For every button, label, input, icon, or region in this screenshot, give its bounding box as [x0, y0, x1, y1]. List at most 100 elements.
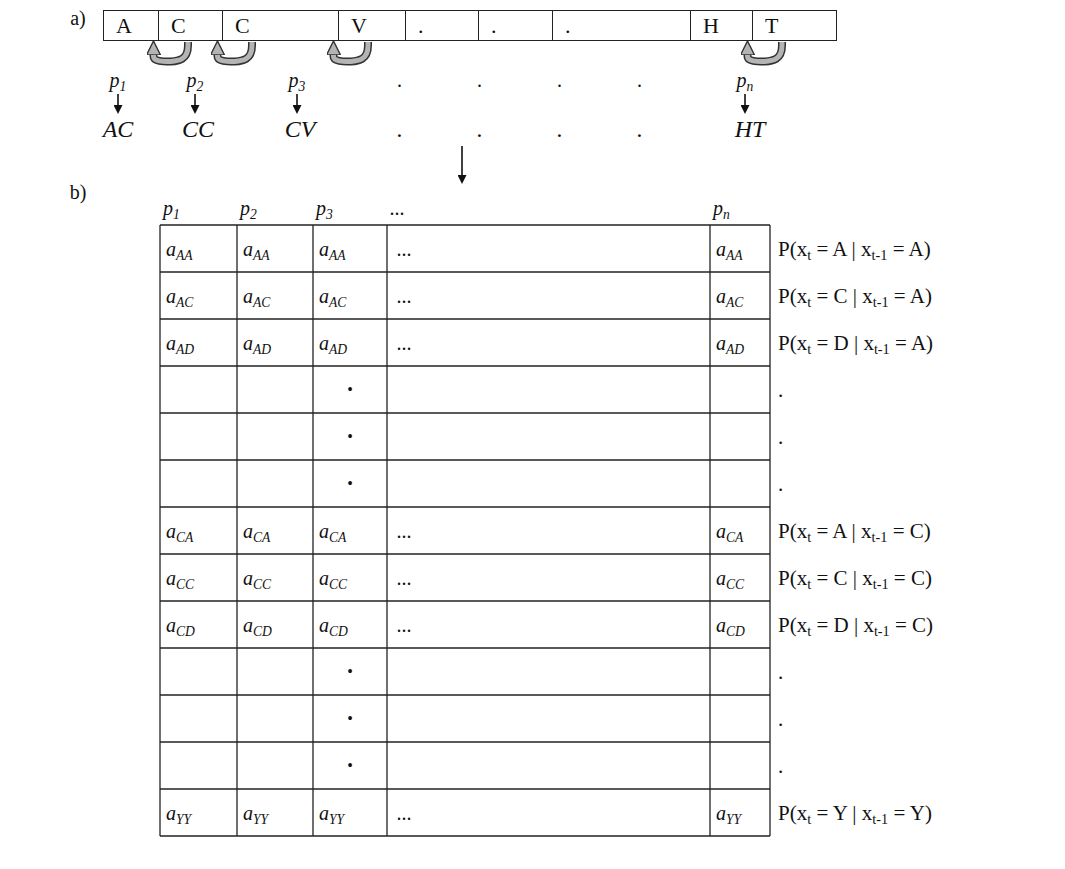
table-cell: aAC: [319, 284, 346, 307]
pair-label: .: [397, 116, 403, 144]
subscript: t: [807, 576, 811, 592]
grid-line: [160, 318, 770, 319]
text-part: •: [347, 427, 353, 444]
text-part: .: [778, 471, 783, 495]
text-part: = C |: [811, 565, 862, 589]
part-label: a): [70, 7, 86, 30]
down-arrow: [194, 94, 196, 105]
subscript: 1: [120, 79, 127, 94]
text-part: a: [243, 801, 253, 823]
table-cell: aCA: [319, 519, 346, 542]
text-part: p: [737, 69, 747, 91]
subscript: t-1: [874, 623, 890, 639]
text-part: .: [778, 753, 783, 777]
arrow-body: [748, 42, 783, 62]
text-part: P(: [778, 800, 797, 824]
text-part: p: [289, 69, 299, 91]
subscript: n: [747, 79, 754, 94]
text-part: P(: [778, 565, 797, 589]
subscript: YY: [726, 811, 741, 826]
text-part: a: [319, 613, 329, 635]
text-part: •: [347, 756, 353, 773]
text-part: ...: [397, 519, 412, 541]
text-part: a: [166, 519, 176, 541]
text-part: x: [797, 612, 808, 636]
grid-line: [160, 506, 770, 507]
table-cell: aCD: [319, 613, 348, 636]
subscript: t-1: [874, 341, 890, 357]
grid-line: [160, 600, 770, 601]
text-part: = A |: [811, 518, 861, 542]
text-part: P(: [778, 283, 797, 307]
column-header: pn: [713, 197, 730, 220]
subscript: CA: [329, 529, 346, 544]
grid-line: [386, 225, 387, 836]
grid-line: [236, 225, 237, 836]
row-probability: .: [778, 753, 783, 777]
grid-line: [160, 365, 770, 366]
arrow-body: [154, 42, 189, 62]
text-part: a: [166, 613, 176, 635]
text-part: a: [166, 566, 176, 588]
subscript: CA: [176, 529, 193, 544]
text-part: P(: [778, 330, 797, 354]
table-cell: •: [347, 427, 353, 445]
sequence-cell: C: [222, 10, 340, 41]
subscript: CD: [726, 623, 745, 638]
text-part: •: [347, 662, 353, 679]
row-probability: .: [778, 377, 783, 401]
text-part: x: [861, 518, 872, 542]
text-part: a: [243, 566, 253, 588]
pair-arrow: [154, 42, 189, 62]
sequence-cell: V: [338, 10, 407, 41]
text-part: ...: [397, 566, 412, 588]
row-probability: .: [778, 471, 783, 495]
table-cell: aAC: [243, 284, 270, 307]
grid-line: [160, 459, 770, 460]
table-cell: aYY: [716, 801, 741, 824]
text-part: .: [638, 69, 643, 91]
table-cell: aCC: [166, 566, 194, 589]
column-header: p3: [316, 197, 333, 220]
text-part: a: [166, 237, 176, 259]
text-part: a: [243, 284, 253, 306]
grid-line: [769, 225, 770, 836]
text-part: a: [716, 566, 726, 588]
text-part: a: [319, 801, 329, 823]
text-part: a: [166, 284, 176, 306]
subscript: t-1: [872, 811, 888, 827]
text-part: = C): [889, 565, 932, 589]
text-part: p: [187, 69, 197, 91]
column-header: p1: [163, 197, 180, 220]
text-part: a: [716, 613, 726, 635]
subscript: AA: [176, 247, 193, 262]
text-part: x: [797, 518, 808, 542]
table-cell: aYY: [166, 801, 191, 824]
subscript: AD: [176, 341, 194, 356]
text-part: .: [778, 377, 783, 401]
text-part: .: [478, 69, 483, 91]
subscript: CC: [726, 576, 744, 591]
text-part: •: [347, 380, 353, 397]
subscript: AA: [726, 247, 743, 262]
text-part: HT: [735, 116, 766, 142]
subscript: n: [723, 207, 730, 222]
text-part: = D |: [811, 612, 863, 636]
down-arrow: [296, 94, 298, 105]
table-grid: [160, 225, 770, 836]
subscript: t: [807, 529, 811, 545]
text-part: .: [637, 116, 643, 142]
column-header: ...: [390, 197, 405, 220]
table-cell: aAA: [166, 237, 193, 260]
text-part: P(: [778, 518, 797, 542]
down-arrow: [744, 94, 746, 105]
text-part: x: [797, 283, 808, 307]
text-part: = A): [890, 330, 933, 354]
subscript: t-1: [872, 247, 888, 263]
table-cell: ...: [397, 566, 412, 589]
pair-label: CV: [285, 116, 316, 144]
subscript: CD: [253, 623, 272, 638]
arrow-body: [218, 42, 253, 62]
table-cell: aAD: [243, 331, 271, 354]
